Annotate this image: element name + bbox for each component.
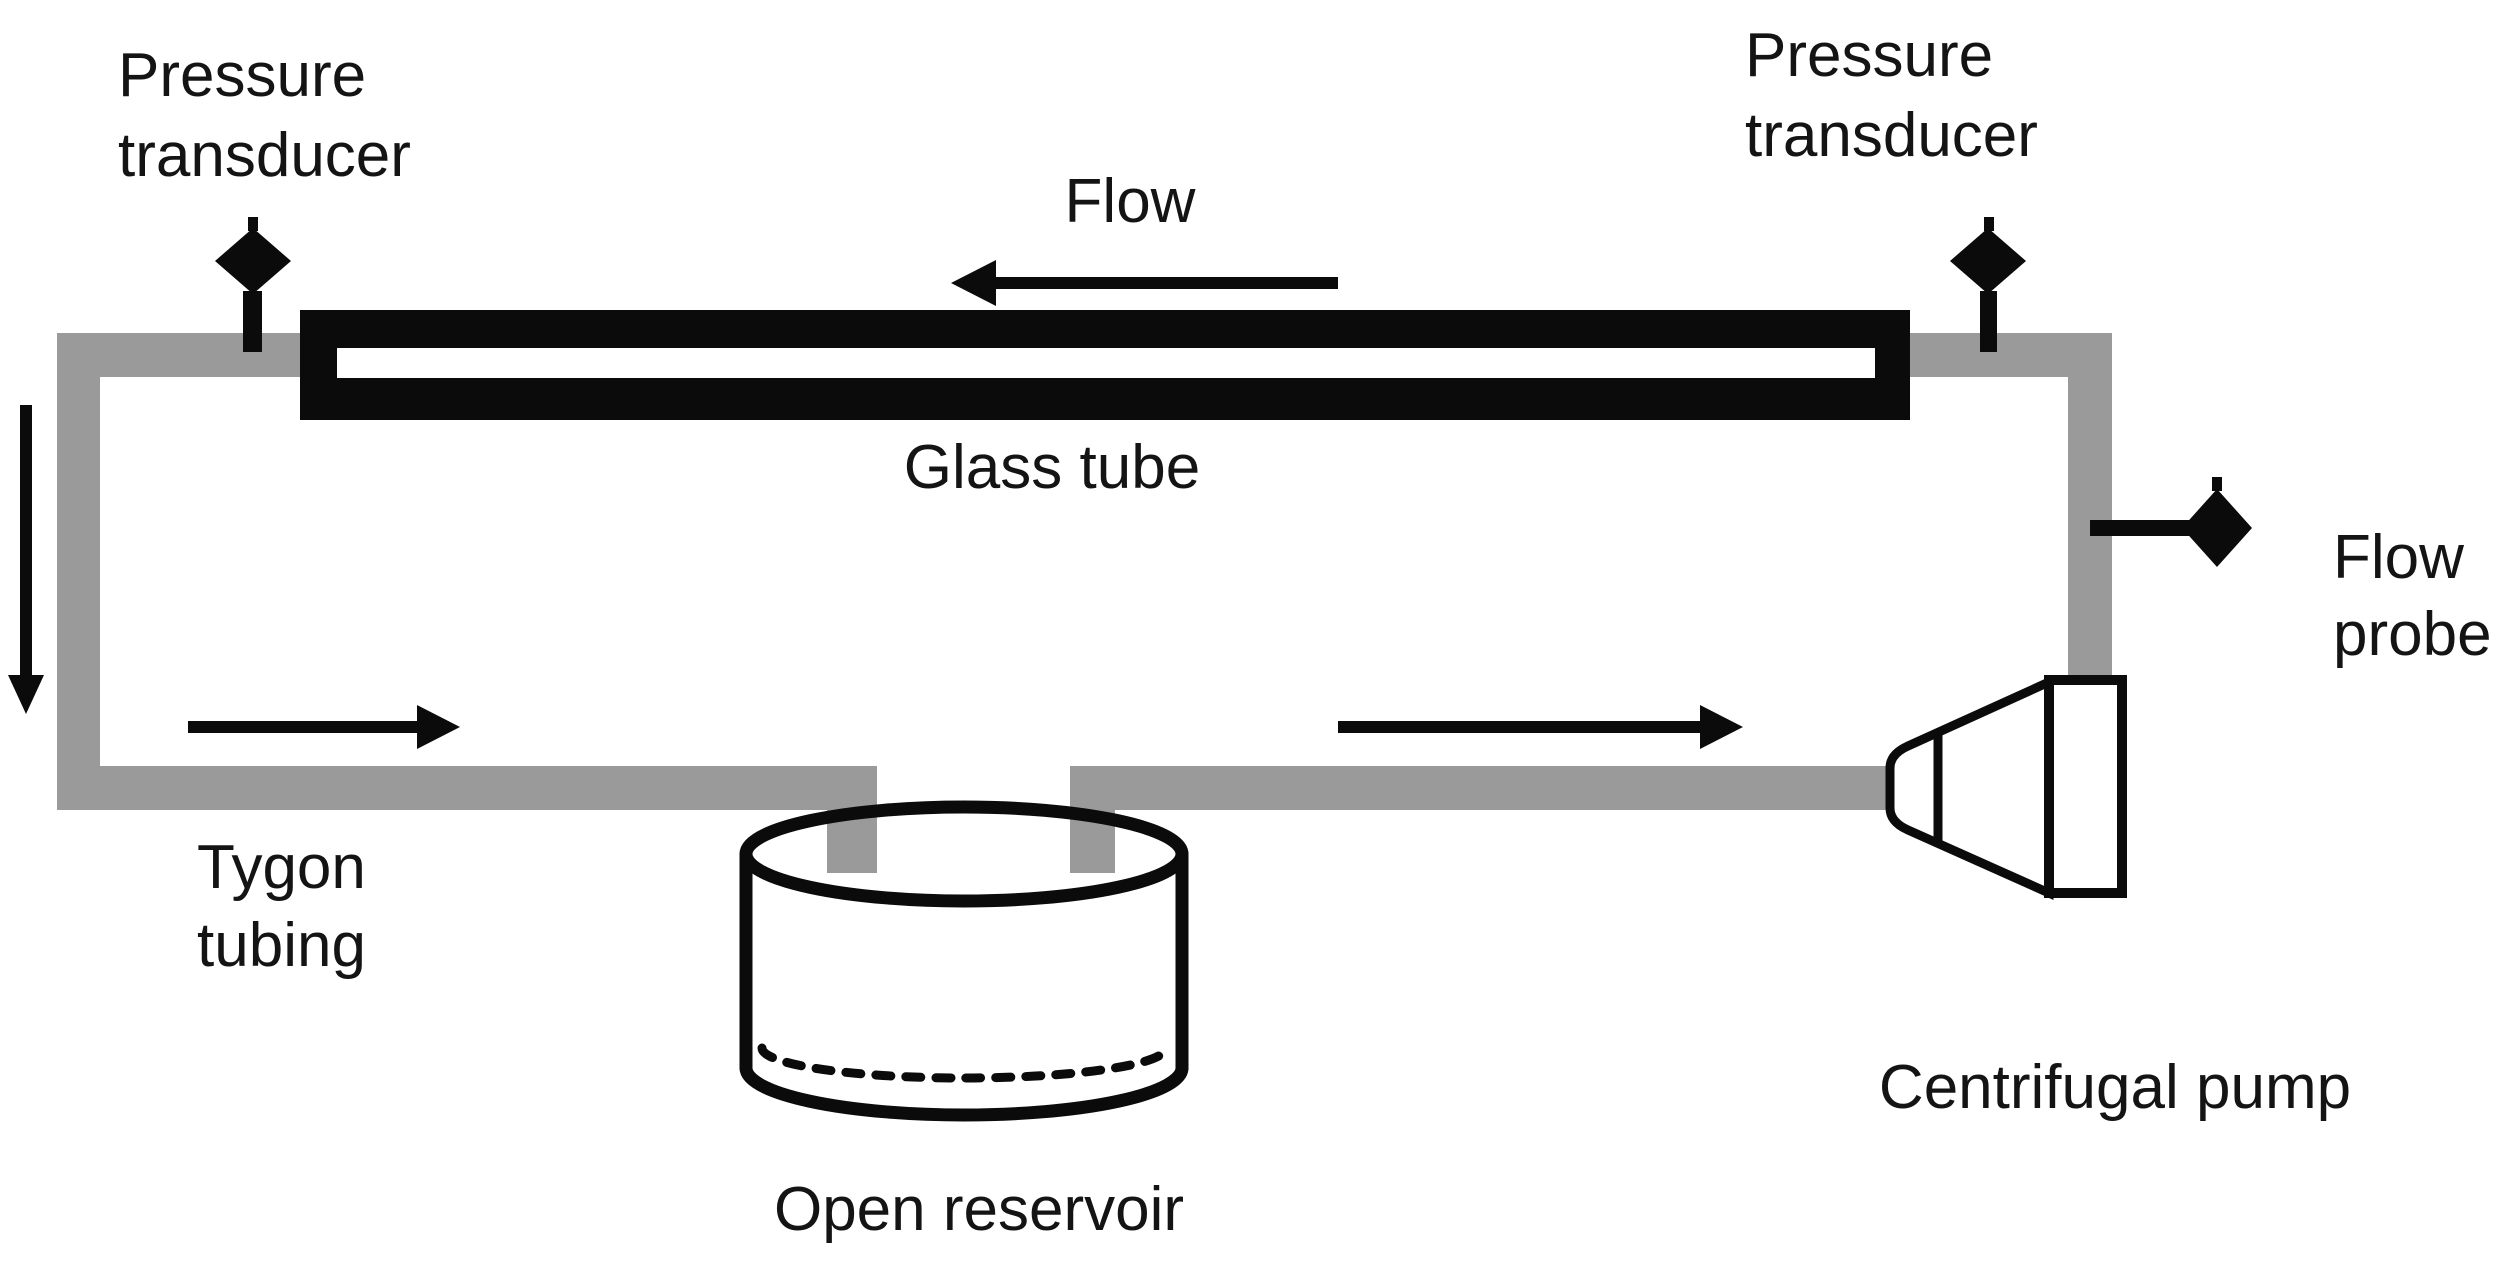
label-flow: Flow — [1065, 167, 1196, 236]
pressure-transducer-icon-right — [1950, 217, 2026, 352]
glass-tube-bore — [337, 348, 1875, 378]
tube-right-vertical — [2068, 333, 2112, 689]
label-pressure-transducer-right-line2: transducer — [1745, 101, 2038, 170]
tube-bottom-left-horizontal — [57, 766, 877, 810]
diagram-labels: Pressure transducer Pressure transducer … — [118, 21, 2492, 1244]
arrow-head — [1700, 705, 1743, 749]
tube-left-vertical — [57, 333, 100, 810]
sensors — [215, 217, 2252, 567]
flow-probe-tip — [2212, 477, 2222, 491]
glass-tube — [300, 310, 1910, 420]
arrow-head — [8, 675, 44, 714]
diamond-icon-left — [215, 228, 291, 294]
label-glass-tube: Glass tube — [904, 433, 1200, 502]
flow-arrows — [8, 260, 1743, 749]
reservoir-liquid-dashed-arc — [757, 1043, 1171, 1083]
pump-housing — [2044, 675, 2127, 898]
tube-bottom-right-horizontal — [1070, 766, 1890, 810]
reservoir-bottom-arc — [739, 1061, 1189, 1122]
pump-inlet-cone — [1885, 675, 2054, 900]
right-arrow-bottom-left-icon — [188, 705, 460, 749]
flow-probe-icon — [2090, 477, 2252, 567]
transducer-stem-left — [243, 291, 262, 352]
open-reservoir-fill — [746, 807, 1182, 1115]
label-pressure-transducer-right-line1: Pressure — [1745, 21, 1993, 90]
label-tygon-tubing-line2: tubing — [197, 911, 366, 980]
label-pressure-transducer-left-line1: Pressure — [118, 41, 366, 110]
transducer-tip-left — [248, 217, 258, 231]
label-flow-probe-line1: Flow — [2333, 523, 2464, 592]
transducer-tip-right — [1984, 217, 1994, 231]
label-centrifugal-pump: Centrifugal pump — [1879, 1053, 2351, 1122]
arrow-shaft — [20, 405, 32, 675]
down-arrow-icon — [8, 405, 44, 714]
label-open-reservoir: Open reservoir — [774, 1175, 1184, 1244]
label-tygon-tubing-line1: Tygon — [197, 833, 366, 902]
pressure-transducer-icon-left — [215, 217, 291, 352]
label-flow-probe-line2: probe — [2333, 600, 2492, 669]
reservoir-bottom — [746, 1021, 1182, 1115]
flow-probe-stem — [2090, 520, 2190, 536]
diamond-icon-probe — [2182, 489, 2252, 567]
arrow-head — [417, 705, 460, 749]
transducer-stem-right — [1980, 291, 1997, 352]
arrow-shaft — [996, 277, 1338, 289]
diamond-icon-right — [1950, 228, 2026, 294]
flow-arrow-left-icon — [951, 260, 1338, 306]
right-arrow-bottom-right-icon — [1338, 705, 1743, 749]
arrow-shaft — [1338, 721, 1701, 733]
centrifugal-pump — [1885, 675, 2127, 900]
label-pressure-transducer-left-line2: transducer — [118, 121, 411, 190]
arrow-head — [951, 260, 996, 306]
open-reservoir-outline — [739, 800, 1189, 1122]
arrow-shaft — [188, 721, 418, 733]
